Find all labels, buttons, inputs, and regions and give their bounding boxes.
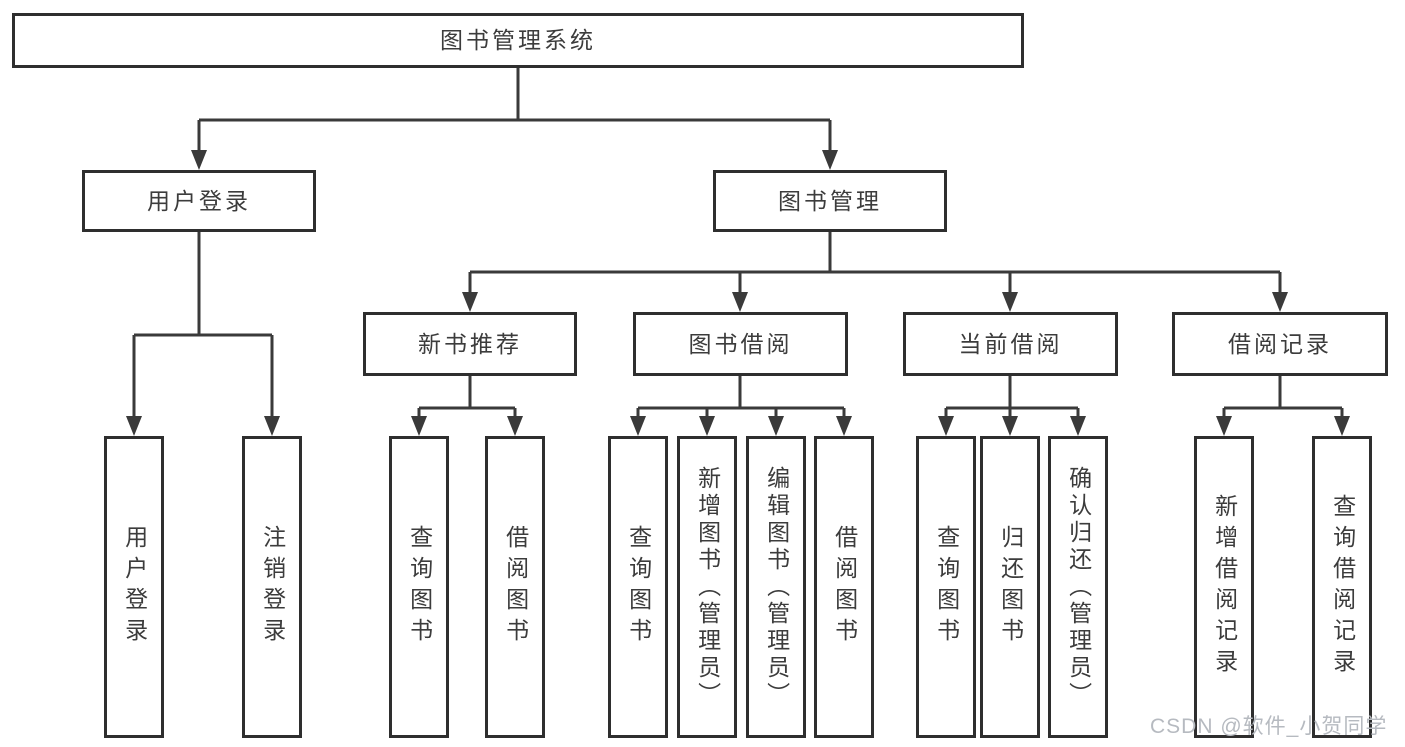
node-label: 查询图书 bbox=[406, 525, 433, 649]
leaf-bb-borrow-books: 借阅图书 bbox=[814, 436, 874, 738]
leaf-bb-query-books: 查询图书 bbox=[608, 436, 668, 738]
node-borrowing-records: 借阅记录 bbox=[1172, 312, 1388, 376]
node-book-borrowing: 图书借阅 bbox=[633, 312, 848, 376]
arrowhead bbox=[1216, 416, 1232, 436]
node-label: 当前借阅 bbox=[958, 330, 1063, 357]
node-label: 图书管理系统 bbox=[440, 27, 596, 53]
node-label: 新书推荐 bbox=[418, 330, 522, 357]
node-label: 用户登录 bbox=[121, 525, 148, 649]
arrowhead bbox=[732, 292, 748, 312]
arrowhead bbox=[630, 416, 646, 436]
node-user-login: 用户登录 bbox=[82, 170, 316, 232]
node-label: 图书借阅 bbox=[688, 330, 793, 357]
arrowhead bbox=[507, 416, 523, 436]
arrowhead bbox=[1002, 292, 1018, 312]
arrowhead bbox=[699, 416, 715, 436]
node-label: 新增借阅记录 bbox=[1211, 494, 1238, 680]
node-label: 编辑图书（管理员） bbox=[763, 465, 790, 709]
leaf-br-query-borrow-record: 查询借阅记录 bbox=[1312, 436, 1372, 738]
leaf-cb-return-books: 归还图书 bbox=[980, 436, 1040, 738]
leaf-bb-edit-books-admin: 编辑图书（管理员） bbox=[746, 436, 806, 738]
node-current-borrowing: 当前借阅 bbox=[903, 312, 1118, 376]
arrowhead bbox=[462, 292, 478, 312]
arrowhead bbox=[836, 416, 852, 436]
csdn-watermark: CSDN @软件_小贺同学 bbox=[1150, 715, 1388, 738]
connector-nbr-split bbox=[417, 376, 517, 418]
arrowhead bbox=[1002, 416, 1018, 436]
arrowhead bbox=[191, 150, 207, 170]
node-book-management: 图书管理 bbox=[713, 170, 947, 232]
leaf-br-add-borrow-record: 新增借阅记录 bbox=[1194, 436, 1254, 738]
arrowhead bbox=[411, 416, 427, 436]
node-label: 查询图书 bbox=[625, 525, 652, 649]
node-label: 归还图书 bbox=[997, 525, 1024, 649]
arrowhead bbox=[1070, 416, 1086, 436]
leaf-cb-query-books: 查询图书 bbox=[916, 436, 976, 738]
connector-root-split bbox=[197, 68, 832, 152]
node-label: 借阅图书 bbox=[502, 525, 529, 649]
leaf-bb-add-books-admin: 新增图书（管理员） bbox=[677, 436, 737, 738]
connector-user-login-split bbox=[132, 232, 274, 418]
leaf-user-login: 用户登录 bbox=[104, 436, 164, 738]
arrowhead bbox=[938, 416, 954, 436]
node-new-book-recommendation: 新书推荐 bbox=[363, 312, 577, 376]
node-label: 确认归还（管理员） bbox=[1065, 465, 1092, 709]
node-label: 新增图书（管理员） bbox=[694, 465, 721, 709]
arrowhead bbox=[126, 416, 142, 436]
arrowhead bbox=[264, 416, 280, 436]
node-label: 查询借阅记录 bbox=[1329, 494, 1356, 680]
node-library-management-system: 图书管理系统 bbox=[12, 13, 1024, 68]
arrowhead bbox=[1334, 416, 1350, 436]
node-label: 借阅图书 bbox=[831, 525, 858, 649]
connector-cb-split bbox=[944, 376, 1080, 418]
leaf-logout: 注销登录 bbox=[242, 436, 302, 738]
arrowhead bbox=[1272, 292, 1288, 312]
arrowhead bbox=[822, 150, 838, 170]
node-label: 注销登录 bbox=[259, 525, 286, 649]
leaf-nbr-borrow-books: 借阅图书 bbox=[485, 436, 545, 738]
leaf-cb-confirm-return-admin: 确认归还（管理员） bbox=[1048, 436, 1108, 738]
leaf-nbr-query-books: 查询图书 bbox=[389, 436, 449, 738]
node-label: 借阅记录 bbox=[1228, 330, 1332, 357]
connector-bb-split bbox=[636, 376, 846, 418]
connector-br-split bbox=[1222, 376, 1344, 418]
node-label: 用户登录 bbox=[147, 187, 251, 214]
arrowhead bbox=[768, 416, 784, 436]
node-label: 图书管理 bbox=[778, 187, 882, 214]
node-label: 查询图书 bbox=[933, 525, 960, 649]
connector-book-management-split bbox=[468, 232, 1282, 294]
